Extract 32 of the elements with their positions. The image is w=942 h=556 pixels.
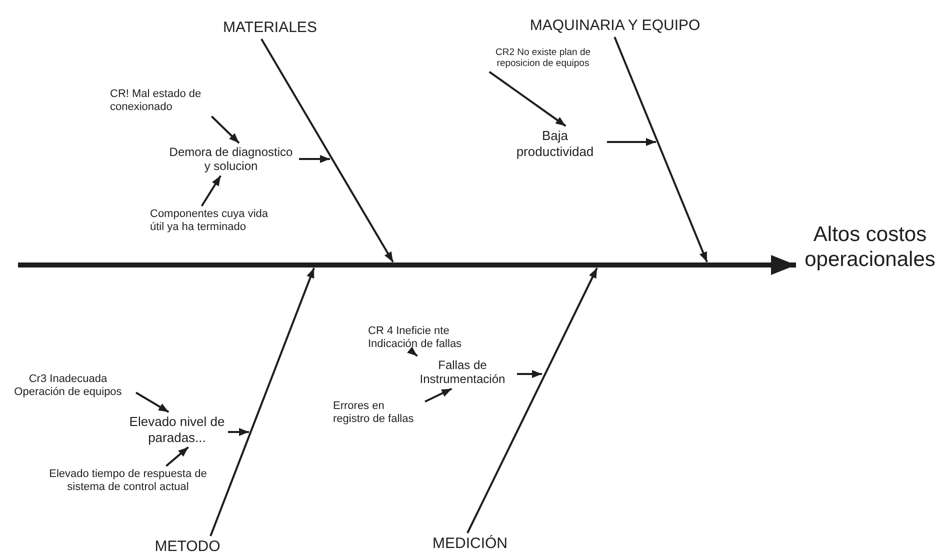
cause-text: Baja productividad <box>505 128 605 160</box>
effect-label: Altos costos operacionales <box>798 222 942 272</box>
arrow <box>135 392 170 413</box>
category-label: METODO <box>154 538 220 556</box>
arrow <box>607 138 656 146</box>
cause-text: Elevado tiempo de respuesta de sistema de control actual <box>38 468 218 494</box>
arrow <box>407 346 418 357</box>
cause-text: Fallas de Instrumentación <box>410 358 515 387</box>
arrow <box>228 428 249 436</box>
arrow <box>517 370 542 378</box>
category-label: MATERIALES <box>223 19 317 37</box>
arrow <box>18 255 796 275</box>
arrow <box>466 268 598 534</box>
arrow <box>614 36 708 262</box>
arrow <box>166 446 189 467</box>
cause-text: Elevado nivel de paradas... <box>128 414 226 446</box>
category-label: MEDICIÓN <box>432 535 508 553</box>
arrow <box>210 268 315 536</box>
cause-text: CR2 No existe plan de reposicion de equipos <box>478 47 608 70</box>
cause-text: Demora de diagnostico y solucion <box>165 145 297 174</box>
cause-text: Errores en registro de fallas <box>333 400 423 426</box>
cause-text: CR 4 Ineficie nte Indicación de fallas <box>368 325 498 352</box>
arrow <box>200 175 222 207</box>
cause-text: Componentes cuya vida útil ya ha terminado <box>150 208 285 234</box>
arrow <box>488 70 566 127</box>
arrow <box>260 38 394 262</box>
category-label: MAQUINARIA Y EQUIPO <box>530 17 700 35</box>
arrow <box>299 155 330 163</box>
cause-text: Cr3 Inadecuada Operación de equipos <box>2 373 134 400</box>
arrow <box>424 388 452 403</box>
arrow <box>210 116 240 144</box>
cause-text: CR! Mal estado de conexionado <box>110 88 235 114</box>
